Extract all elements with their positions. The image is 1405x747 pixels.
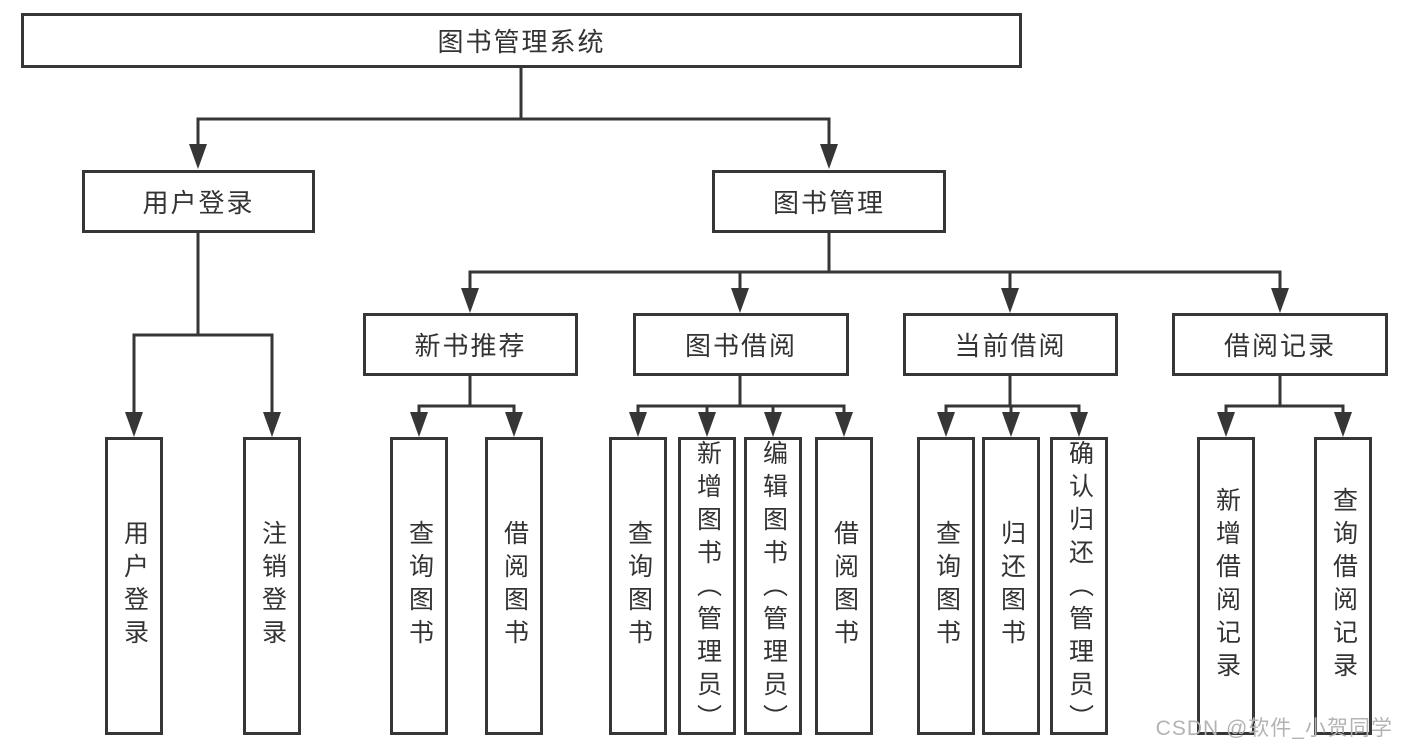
leaf-borrow-books-recommend: 借阅图书 <box>485 437 543 735</box>
node-library-system: 图书管理系统 <box>21 13 1022 68</box>
node-book-management: 图书管理 <box>712 170 946 233</box>
leaf-edit-books-admin: 编辑图书（管理员） <box>744 437 802 737</box>
leaf-logout: 注销登录 <box>243 437 301 735</box>
leaf-return-books: 归还图书 <box>982 437 1040 735</box>
leaf-query-books-current: 查询图书 <box>917 437 975 735</box>
leaf-confirm-return-admin: 确认归还（管理员） <box>1050 437 1108 737</box>
node-borrowing-records: 借阅记录 <box>1172 313 1388 376</box>
watermark: CSDN @软件_小贺同学 <box>1155 717 1393 740</box>
leaf-query-books-borrowing: 查询图书 <box>609 437 667 735</box>
leaf-user-login: 用户登录 <box>105 437 163 735</box>
node-current-borrowing: 当前借阅 <box>903 313 1118 376</box>
node-book-borrowing: 图书借阅 <box>633 313 849 376</box>
leaf-query-books-recommend: 查询图书 <box>390 437 448 735</box>
leaf-add-books-admin: 新增图书（管理员） <box>678 437 736 737</box>
leaf-query-borrow-record: 查询借阅记录 <box>1314 437 1372 735</box>
leaf-add-borrow-record: 新增借阅记录 <box>1197 437 1255 735</box>
node-new-book-recommend: 新书推荐 <box>363 313 578 376</box>
leaf-borrow-books-borrowing: 借阅图书 <box>815 437 873 735</box>
node-user-login: 用户登录 <box>82 170 315 233</box>
